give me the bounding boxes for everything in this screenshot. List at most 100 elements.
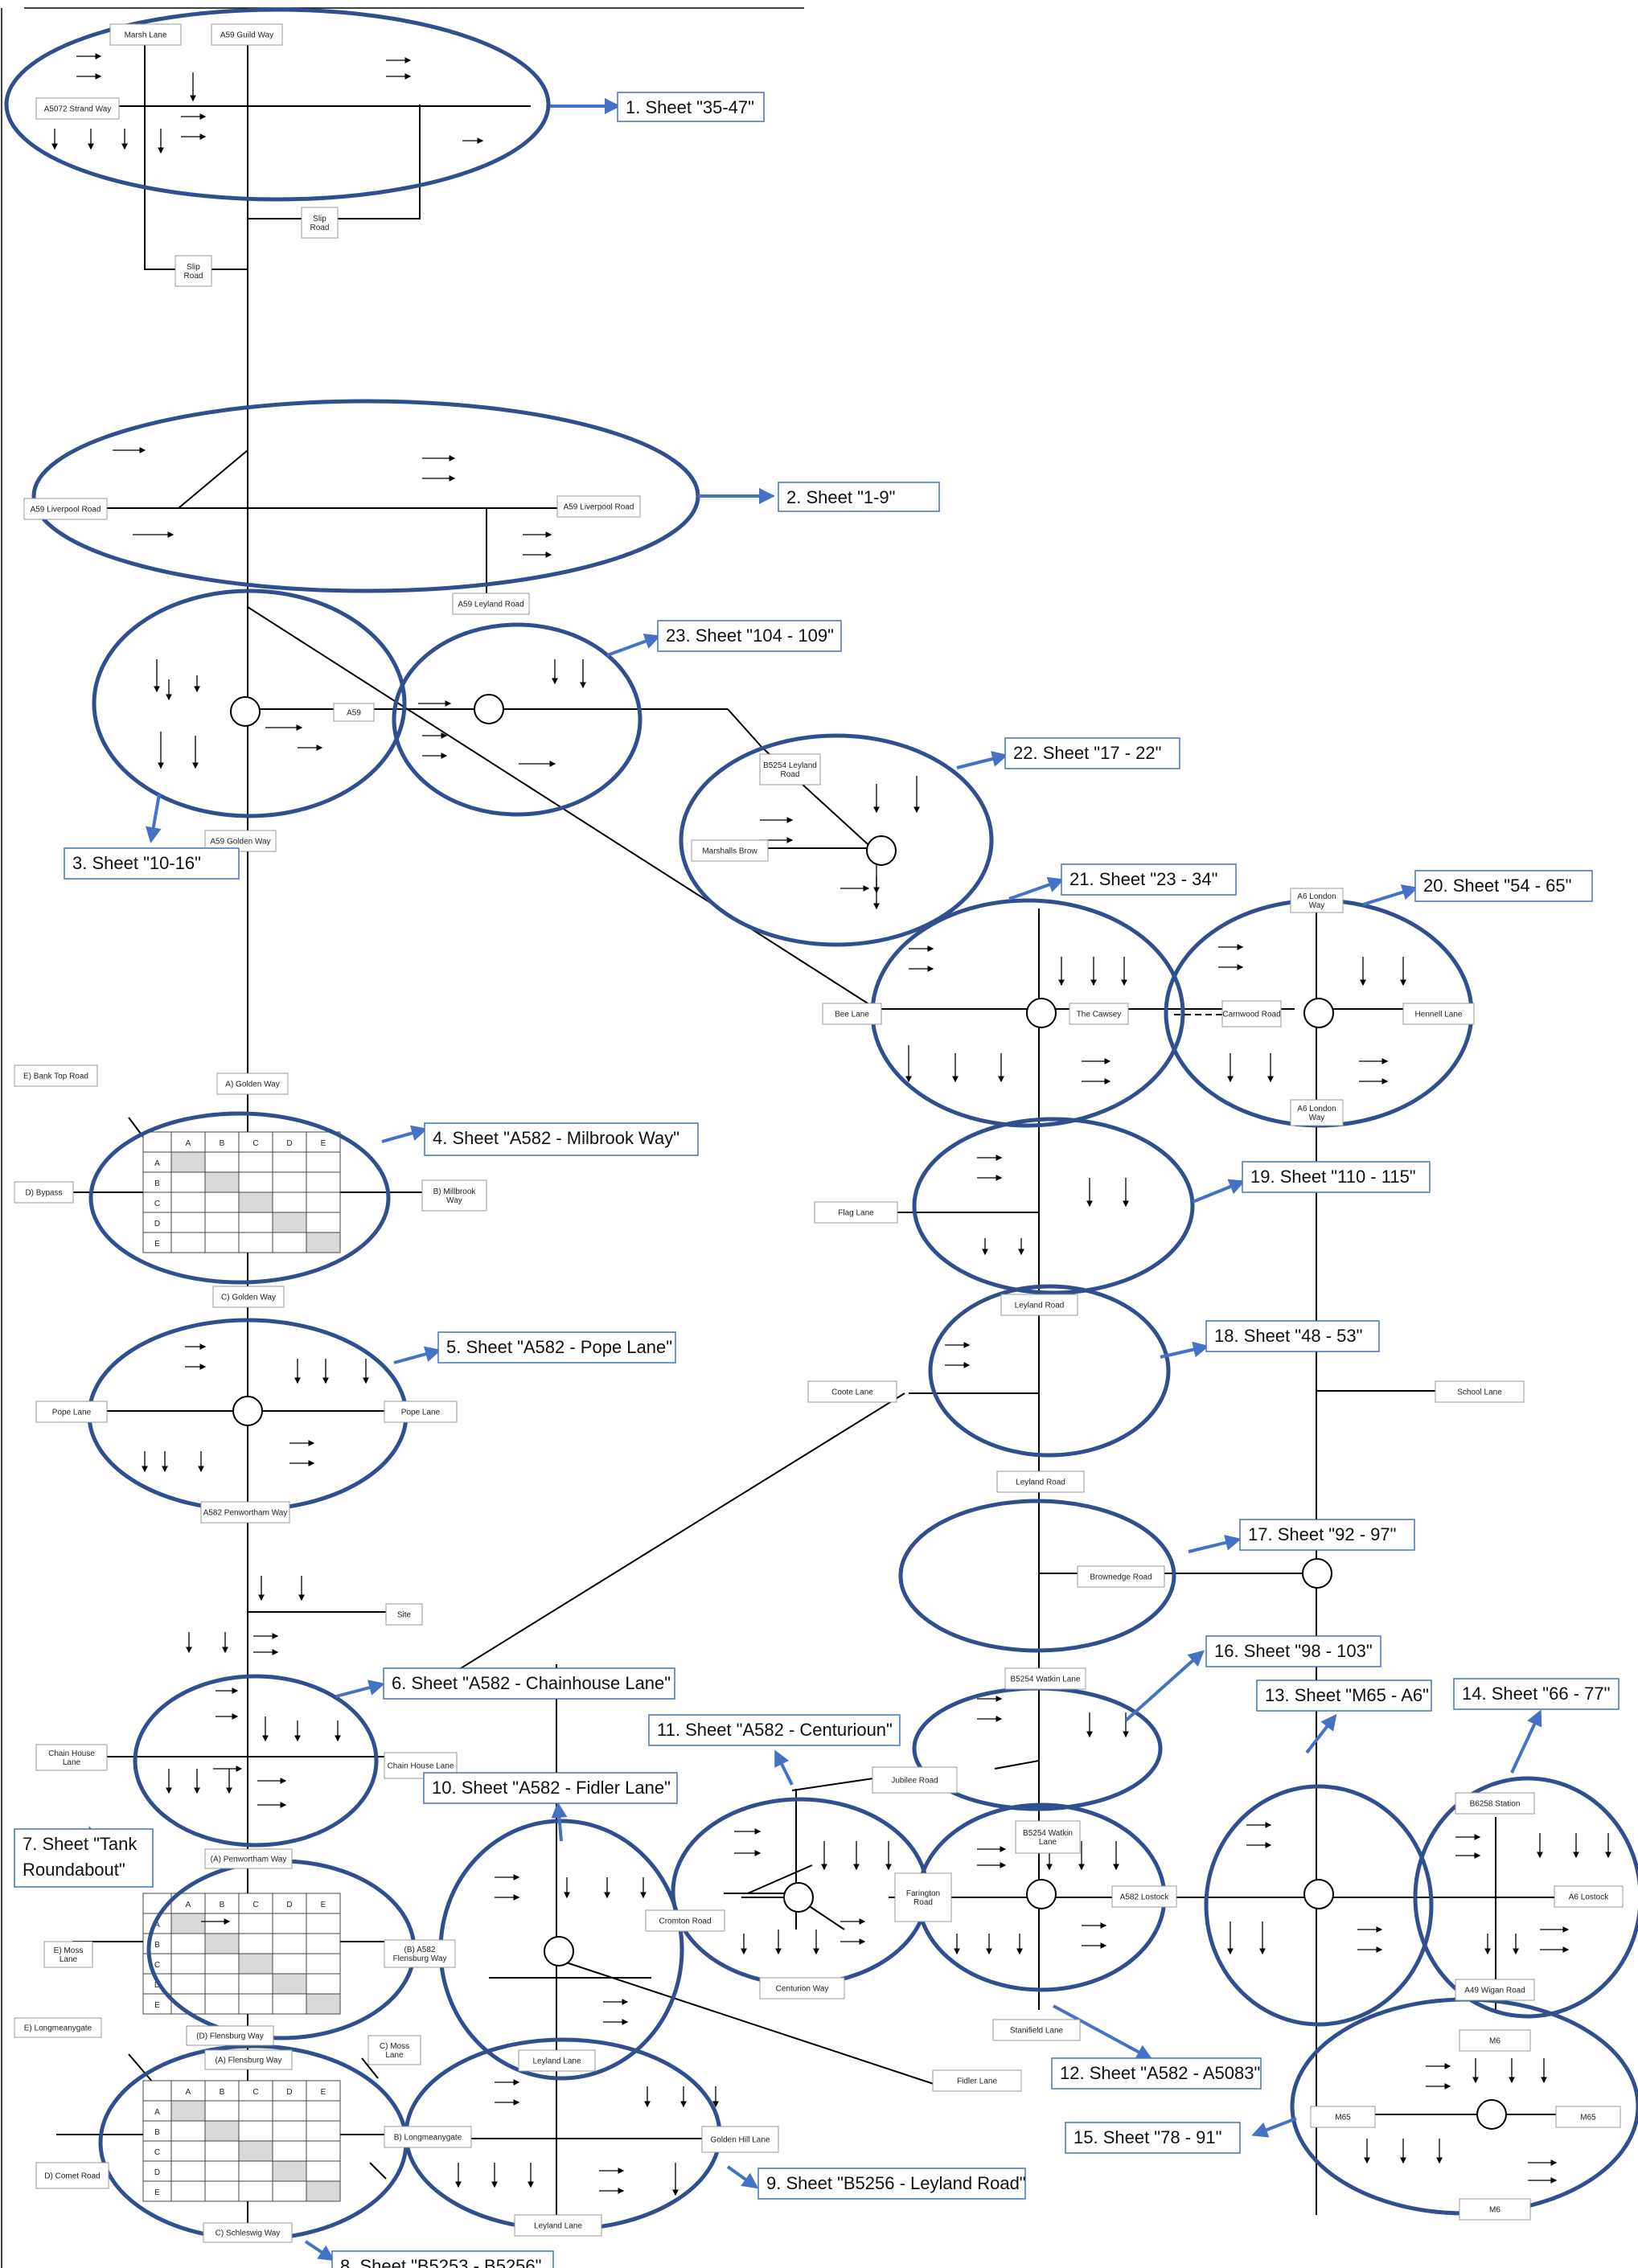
- road-label-text: (A) Flensburg Way: [216, 2057, 282, 2065]
- matrix-col-header: A: [186, 2088, 191, 2097]
- road-label-text: Fidler Lane: [957, 2077, 997, 2086]
- sheet-callout-text: 11. Sheet "A582 - Centurioun": [657, 1720, 893, 1740]
- matrix-col-header: B: [220, 1901, 225, 1909]
- matrix-col-header: D: [286, 1139, 292, 1148]
- road-label-text: B5254 Watkin Lane: [1011, 1675, 1081, 1684]
- road-label-e-longmeanygate: E) Longmeanygate: [14, 2017, 102, 2038]
- sheet-callout-text: 10. Sheet "A582 - Fidler Lane": [432, 1778, 671, 1798]
- road-label-cromton-road: Cromton Road: [645, 1909, 725, 1932]
- road-label-marshalls-brow: Marshalls Brow: [691, 839, 769, 862]
- sheet-callout-s23: 23. Sheet "104 - 109": [657, 620, 842, 652]
- road-label-text: The Cawsey: [1077, 1011, 1122, 1019]
- road-label-m65-e: M65: [1555, 2106, 1621, 2128]
- sheet-callout-text: 8. Sheet "B5253 - B5256": [340, 2256, 541, 2268]
- road-label-text: E) Bank Top Road: [23, 1072, 88, 1081]
- road-label-text: Marshalls Brow: [702, 847, 757, 856]
- road-label-fidler-lane: Fidler Lane: [932, 2069, 1022, 2092]
- road-label-pope-lane-e: Pope Lane: [384, 1401, 458, 1423]
- matrix-col-header: C: [252, 2088, 258, 2097]
- road-label-text: A59 Liverpool Road: [564, 503, 634, 512]
- sheet-callout-s5: 5. Sheet "A582 - Pope Lane": [437, 1331, 676, 1364]
- matrix-row-header: C: [154, 1200, 160, 1208]
- sheet-callout-s7b: Roundabout": [23, 1860, 125, 1880]
- sheet-callout-text: 19. Sheet "110 - 115": [1250, 1167, 1416, 1187]
- sheet-callout-s13: 13. Sheet "M65 - A6": [1256, 1679, 1432, 1712]
- road-label-stanifield-lane: Stanifield Lane: [992, 2019, 1081, 2041]
- matrix-row-header: E: [154, 2188, 160, 2197]
- road-label-site: Site: [385, 1603, 423, 1626]
- road-label-carnwood-road: Carnwood Road: [1221, 1000, 1282, 1027]
- sheet-callout-text: 2. Sheet "1-9": [786, 487, 895, 507]
- road-label-pope-lane-w: Pope Lane: [35, 1401, 108, 1423]
- road-label-text: D) Comet Road: [44, 2172, 100, 2181]
- sheet-callout-s2: 2. Sheet "1-9": [778, 482, 940, 512]
- sheet-callout-text: 20. Sheet "54 - 65": [1423, 876, 1571, 896]
- matrix-row-header: B: [154, 2128, 160, 2137]
- road-label-centurion-way: Centurion Way: [759, 1977, 845, 1999]
- road-label-text: A) Golden Way: [225, 1081, 279, 1089]
- matrix-col-header: A: [186, 1139, 191, 1148]
- road-label-text: Jubilee Road: [891, 1777, 938, 1786]
- road-label-text: (D) Flensburg Way: [196, 2032, 264, 2041]
- sheet-callout-s21: 21. Sheet "23 - 34": [1061, 863, 1237, 896]
- sheet-callout-text: 13. Sheet "M65 - A6": [1265, 1685, 1429, 1705]
- road-label-d-bypass: D) Bypass: [14, 1181, 74, 1204]
- matrix-row-header: B: [154, 1941, 160, 1950]
- road-label-jubilee-road: Jubilee Road: [872, 1766, 958, 1794]
- road-label-m6-s: M6: [1459, 2198, 1531, 2221]
- sheet-callout-s7a: 7. Sheet "Tank: [14, 1828, 154, 1888]
- road-label-a59: A59: [333, 703, 375, 722]
- sheet-callout-text: 21. Sheet "23 - 34": [1069, 869, 1217, 889]
- sheet-callout-s11: 11. Sheet "A582 - Centurioun": [648, 1714, 901, 1746]
- road-label-a59-liverpool-road-w: A59 Liverpool Road: [23, 498, 108, 520]
- matrix-row-header: B: [154, 1179, 160, 1188]
- road-label-text: Golden Hill Lane: [711, 2136, 770, 2145]
- sheet-callout-s4: 4. Sheet "A582 - Milbrook Way": [424, 1122, 699, 1156]
- sheet-callout-s8: 8. Sheet "B5253 - B5256": [331, 2250, 554, 2268]
- road-label-text: A582 Penwortham Way: [203, 1509, 288, 1518]
- road-label-text: B) Longmeanygate: [394, 2134, 462, 2143]
- road-label-text: Pope Lane: [52, 1409, 92, 1417]
- matrix-row-header: D: [154, 1220, 160, 1228]
- sheet-callout-s3: 3. Sheet "10-16": [64, 847, 240, 880]
- road-label-text: A59 Guild Way: [220, 31, 273, 40]
- sheet-callout-text: 18. Sheet "48 - 53": [1214, 1326, 1362, 1346]
- road-label-a49-wigan-road: A49 Wigan Road: [1455, 1979, 1535, 2001]
- road-label-d-comet-road: D) Comet Road: [35, 2162, 109, 2189]
- road-label-text: A59 Leyland Road: [458, 601, 523, 609]
- sheet-callout-s15: 15. Sheet "78 - 91": [1065, 2122, 1241, 2154]
- matrix-col-header: D: [286, 2088, 292, 2097]
- matrix-col-header: E: [321, 1139, 326, 1148]
- matrix-col-header: C: [252, 1901, 258, 1909]
- sheet-callout-s10: 10. Sheet "A582 - Fidler Lane": [423, 1772, 678, 1804]
- road-label-hennell-lane: Hennell Lane: [1402, 1003, 1475, 1025]
- road-label-text: M6: [1489, 2206, 1500, 2215]
- road-label-text: A582 Lostock: [1120, 1893, 1170, 1902]
- matrix-col-header: A: [186, 1901, 191, 1909]
- sheet-callout-text: 1. Sheet "35-47": [626, 97, 754, 117]
- roundabouts: [230, 694, 1507, 2130]
- sheet-callout-text: 9. Sheet "B5256 - Leyland Road": [766, 2173, 1026, 2193]
- page-frame: [1, 7, 804, 2268]
- road-label-text: M65: [1580, 2114, 1596, 2122]
- road-label-text: Leyland Road: [1016, 1479, 1065, 1487]
- road-label-a59-leyland-road: A59 Leyland Road: [452, 593, 530, 615]
- road-label-leyland-lane-1: Leyland Lane: [518, 2049, 596, 2072]
- road-label-golden-hill-lane: Golden Hill Lane: [701, 2126, 779, 2153]
